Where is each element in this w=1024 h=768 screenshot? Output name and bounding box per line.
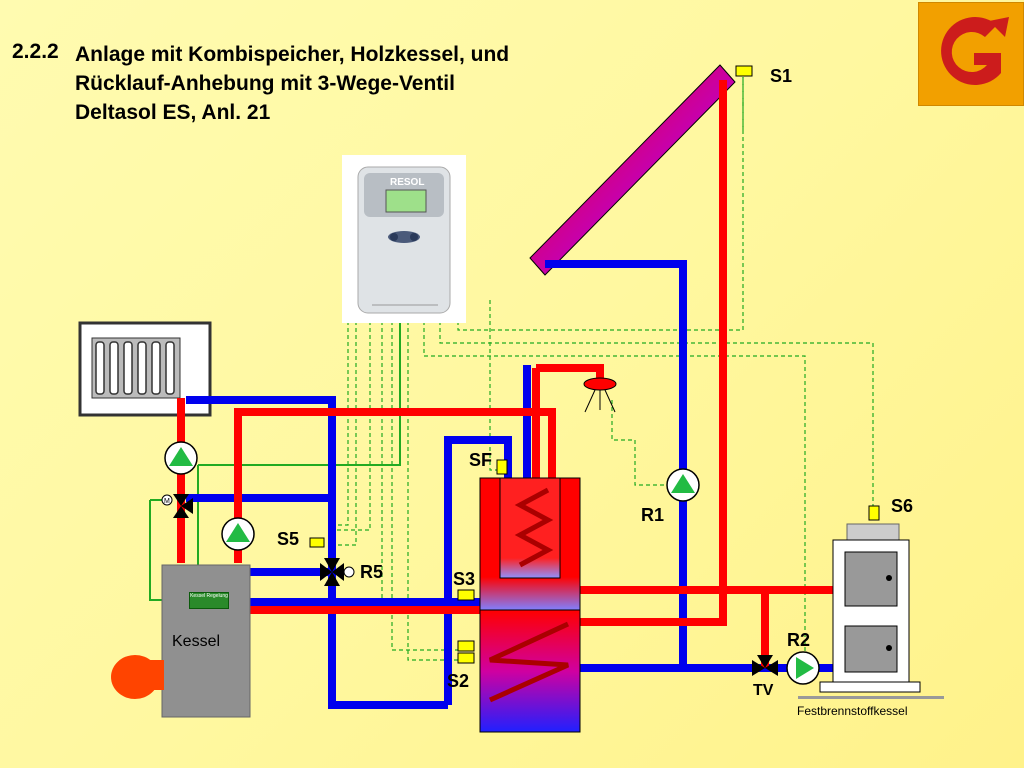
- label-S2: S2: [447, 671, 470, 691]
- sensor-S3: [457, 589, 475, 601]
- boiler-kessel: [111, 564, 251, 718]
- sensor-S5: [309, 537, 325, 548]
- label-SF: SF: [469, 450, 493, 470]
- label-R1: R1: [641, 505, 665, 525]
- shower-head-icon: [583, 377, 617, 413]
- kessel-label: Kessel: [172, 633, 221, 650]
- label-festbrennstoffkessel: Festbrennstoffkessel: [797, 704, 908, 718]
- label-S3: S3: [453, 569, 476, 589]
- svg-text:RESOL: RESOL: [390, 177, 424, 188]
- label-S1: S1: [770, 66, 793, 86]
- sensor-S1: [735, 65, 753, 77]
- title-line-3: Deltasol ES, Anl. 21: [75, 101, 271, 124]
- label-S6: S6: [891, 496, 914, 516]
- pump-heating: [164, 441, 198, 475]
- combi-storage-tank: [479, 477, 581, 733]
- slide-number: 2.2.2: [12, 40, 59, 63]
- label-R2: R2: [787, 630, 811, 650]
- label-TV: TV: [753, 682, 774, 699]
- label-S5: S5: [277, 529, 300, 549]
- sensor-SF: [496, 459, 508, 475]
- valve-R5: [320, 558, 355, 586]
- boiler-control-unit: Kessel Regelung: [189, 592, 229, 609]
- solid-fuel-boiler: [798, 523, 944, 699]
- company-g-logo-icon: [941, 16, 1009, 85]
- controller-unit-icon: RESOL: [357, 166, 451, 314]
- title-line-2: Rücklauf-Anhebung mit 3-Wege-Ventil: [75, 72, 455, 95]
- sensors: [309, 65, 880, 664]
- radiator: [78, 321, 212, 417]
- valve-TV: [752, 655, 778, 676]
- cold-pipes: [186, 260, 838, 709]
- slide-title: Anlage mit Kombispeicher, Holzkessel, un…: [75, 40, 509, 127]
- label-R5: R5: [360, 562, 384, 582]
- title-line-1: Anlage mit Kombispeicher, Holzkessel, un…: [75, 43, 510, 66]
- sensor-S2b: [457, 652, 475, 664]
- mixing-valve: M: [161, 494, 193, 518]
- solar-collector: [529, 64, 736, 276]
- resol-controller: RESOL: [342, 155, 466, 323]
- sensor-S6: [868, 505, 880, 521]
- pump-R2: [786, 651, 820, 685]
- svg-text:M: M: [164, 498, 170, 505]
- sensor-S2a: [457, 640, 475, 652]
- pump-R1: [666, 468, 700, 502]
- pump-boiler: [221, 517, 255, 551]
